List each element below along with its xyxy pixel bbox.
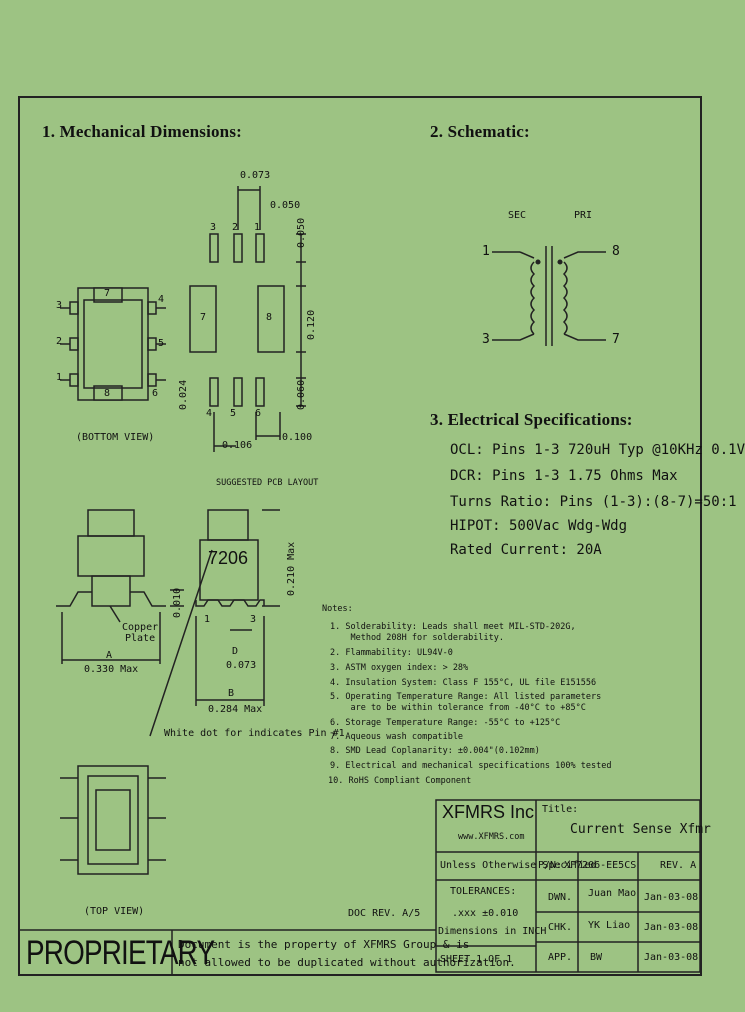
spec-turns-ratio: Turns Ratio: Pins (1-3):(8-7)=50:1 — [450, 494, 737, 510]
pcb-pad-3: 3 — [210, 222, 217, 233]
pcb-pad-4: 4 — [206, 408, 213, 419]
note-line-9: 7. Aqueous wash compatible — [330, 732, 464, 742]
tolerance-value: .xxx ±0.010 — [452, 908, 519, 919]
side-pin-1: 1 — [204, 614, 211, 625]
bv-pin-1: 1 — [56, 372, 63, 383]
bottom-view-pad-8 — [93, 385, 123, 401]
pcb-pad-7: 7 — [200, 312, 207, 323]
schematic-pin-1: 1 — [482, 244, 490, 259]
rev-value: REV. A — [660, 860, 697, 871]
bv-pad-7: 7 — [104, 288, 111, 299]
dwn-label: DWN. — [548, 892, 573, 903]
bv-pad-8: 8 — [104, 388, 111, 399]
note-line-5: 4. Insulation System: Class F 155°C, UL … — [330, 678, 597, 688]
note-line-4: 3. ASTM oxygen index: > 28% — [330, 663, 469, 673]
note-line-7: are to be within tolerance from -40°C to… — [330, 703, 586, 713]
doc-rev: DOC REV. A/5 — [348, 908, 421, 919]
dim-0073-top: 0.073 — [240, 170, 271, 181]
drawing-frame — [18, 96, 702, 976]
dim-D: D — [232, 646, 239, 657]
bottom-view-body — [77, 287, 149, 401]
note-line-2: Method 208H for solderability. — [330, 633, 504, 643]
note-line-12: 10. RoHS Compliant Component — [328, 776, 472, 786]
spec-dcr: DCR: Pins 1-3 1.75 Ohms Max — [450, 468, 678, 484]
mechanical-heading: 1. Mechanical Dimensions: — [42, 122, 243, 141]
schematic-pin-8: 8 — [612, 244, 620, 259]
app-name: BW — [590, 952, 603, 963]
dimensions-unit: Dimensions in INCH — [438, 926, 547, 937]
bottom-view-inner — [83, 299, 143, 389]
pcb-pad-2: 2 — [232, 222, 239, 233]
dwn-date: Jan-03-08 — [644, 892, 699, 903]
schematic-pin-3: 3 — [482, 332, 490, 347]
schematic-sec-label: SEC — [508, 210, 527, 221]
dim-0284: 0.284 Max — [208, 704, 263, 715]
pcb-pad-5: 5 — [230, 408, 237, 419]
app-date: Jan-03-08 — [644, 952, 699, 963]
pn-label: P/N: — [538, 860, 563, 871]
title-label: Title: — [542, 804, 579, 815]
dim-0050-v: 0.050 — [296, 217, 307, 248]
top-view-caption: (TOP VIEW) — [84, 906, 145, 917]
mechanical-drawing — [18, 186, 701, 976]
note-line-1: 1. Solderability: Leads shall meet MIL-S… — [330, 622, 576, 632]
dim-0120-v: 0.120 — [306, 309, 317, 340]
copper-plate-label: Copper Plate — [122, 622, 159, 644]
dim-0050-top: 0.050 — [270, 200, 301, 211]
sheet-number: SHEET 1 OF 1 — [440, 954, 513, 965]
bv-pin-2: 2 — [56, 336, 63, 347]
proprietary-line-1: Document is the property of XFMRS Group … — [178, 938, 470, 951]
note-line-10: 8. SMD Lead Coplanarity: ±0.004"(0.102mm… — [330, 746, 540, 756]
tolerances-label: TOLERANCES: — [450, 886, 517, 897]
chk-date: Jan-03-08 — [644, 922, 699, 933]
dim-0106: 0.106 — [222, 440, 253, 451]
notes-title: Notes: — [322, 604, 353, 614]
dim-0010: 0.010 — [172, 587, 183, 618]
app-label: APP. — [548, 952, 573, 963]
proprietary-label: PROPRIETARY — [26, 934, 215, 972]
title-value: Current Sense Xfmr — [570, 822, 711, 837]
pn-value: XF7206-EE5CS — [564, 860, 637, 871]
company-website: www.XFMRS.com — [458, 832, 525, 842]
bv-pin-6: 6 — [152, 388, 159, 399]
pcb-pad-8: 8 — [266, 312, 273, 323]
schematic-pri-label: PRI — [574, 210, 593, 221]
note-line-8: 6. Storage Temperature Range: -55°C to +… — [330, 718, 561, 728]
bv-pin-4: 4 — [158, 294, 165, 305]
pcb-pad-1: 1 — [254, 222, 261, 233]
bottom-view-caption: (BOTTOM VIEW) — [76, 432, 155, 443]
dim-0330: 0.330 Max — [84, 664, 139, 675]
chk-label: CHK. — [548, 922, 573, 933]
schematic-heading: 2. Schematic: — [430, 122, 530, 141]
note-line-6: 5. Operating Temperature Range: All list… — [330, 692, 602, 702]
schematic-pin-7: 7 — [612, 332, 620, 347]
dim-0060-v: 0.060 — [296, 379, 307, 410]
part-marking: 7206 — [208, 548, 249, 568]
proprietary-line-2: not allowed to be duplicated without aut… — [178, 956, 516, 969]
dim-A: A — [106, 650, 113, 661]
dwn-name: Juan Mao — [588, 888, 637, 899]
spec-rated-current: Rated Current: 20A — [450, 542, 602, 558]
bv-pin-3: 3 — [56, 300, 63, 311]
dim-0024-v: 0.024 — [178, 379, 189, 410]
electrical-heading: 3. Electrical Specifications: — [430, 410, 633, 429]
dim-0210: 0.210 Max — [286, 541, 297, 596]
spec-ocl: OCL: Pins 1-3 720uH Typ @10KHz 0.1V — [450, 442, 745, 458]
unless-specified: Unless Otherwise Specified — [440, 860, 597, 871]
bottom-view-pad-7 — [93, 287, 123, 303]
pcb-pad-6: 6 — [255, 408, 262, 419]
note-line-11: 9. Electrical and mechanical specificati… — [330, 761, 612, 771]
dim-0073-b: 0.073 — [226, 660, 257, 671]
dim-B: B — [228, 688, 235, 699]
side-pin-3: 3 — [250, 614, 257, 625]
dim-0100: 0.100 — [282, 432, 313, 443]
company-name: XFMRS Inc — [442, 802, 535, 822]
spec-hipot: HIPOT: 500Vac Wdg-Wdg — [450, 518, 628, 534]
white-dot-note: White dot for indicates Pin #1 — [164, 728, 345, 739]
bv-pin-5: 5 — [158, 338, 165, 349]
chk-name: YK Liao — [588, 920, 631, 931]
note-line-3: 2. Flammability: UL94V-0 — [330, 648, 453, 658]
suggested-pcb-caption: SUGGESTED PCB LAYOUT — [216, 478, 319, 488]
